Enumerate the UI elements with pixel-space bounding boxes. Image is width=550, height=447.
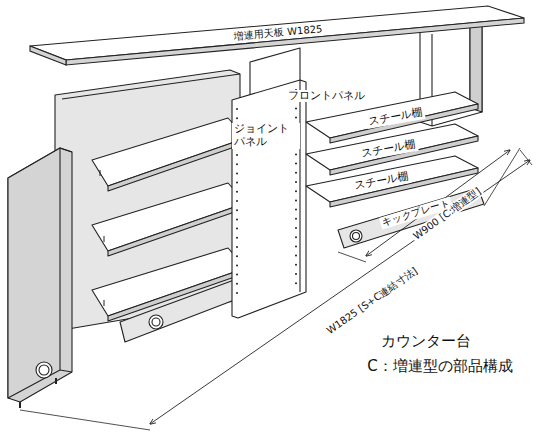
part-name: フロントパネル xyxy=(286,90,367,103)
top-board: 増連用天板 W1825 xyxy=(28,2,528,66)
caption-text: カウンター台 xyxy=(379,333,473,350)
caption-text: C：増連型の部品構成 xyxy=(365,358,514,375)
dimension: W1825 [S+C連結寸法] xyxy=(323,264,421,338)
part-name: ジョイント パネル xyxy=(232,123,300,148)
